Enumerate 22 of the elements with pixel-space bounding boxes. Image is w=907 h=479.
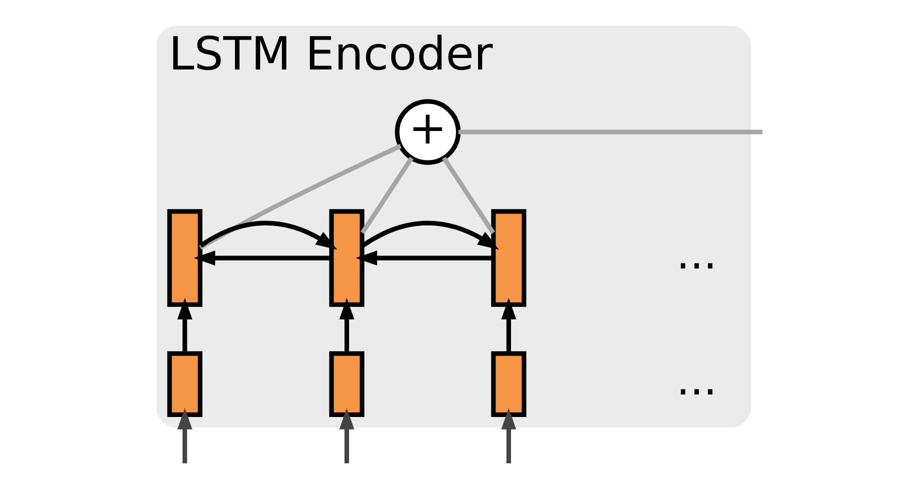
node-box — [328, 209, 364, 307]
label: ... — [676, 356, 717, 406]
label: ... — [676, 230, 717, 280]
arrow — [198, 220, 337, 250]
connector — [441, 156, 495, 234]
arrow — [338, 408, 354, 464]
arrow — [338, 298, 354, 354]
arrow — [176, 298, 192, 354]
connector — [458, 130, 762, 134]
node-box — [166, 351, 202, 417]
node-box — [490, 209, 526, 307]
connector — [360, 156, 414, 234]
arrow — [500, 408, 516, 464]
connector — [198, 144, 402, 250]
node-circle: + — [394, 99, 460, 165]
arrow — [176, 408, 192, 464]
arrow — [193, 250, 331, 266]
node-box — [328, 351, 364, 417]
node-box — [166, 209, 202, 307]
node-box — [490, 351, 526, 417]
arrow — [500, 298, 516, 354]
arrow — [355, 250, 493, 266]
